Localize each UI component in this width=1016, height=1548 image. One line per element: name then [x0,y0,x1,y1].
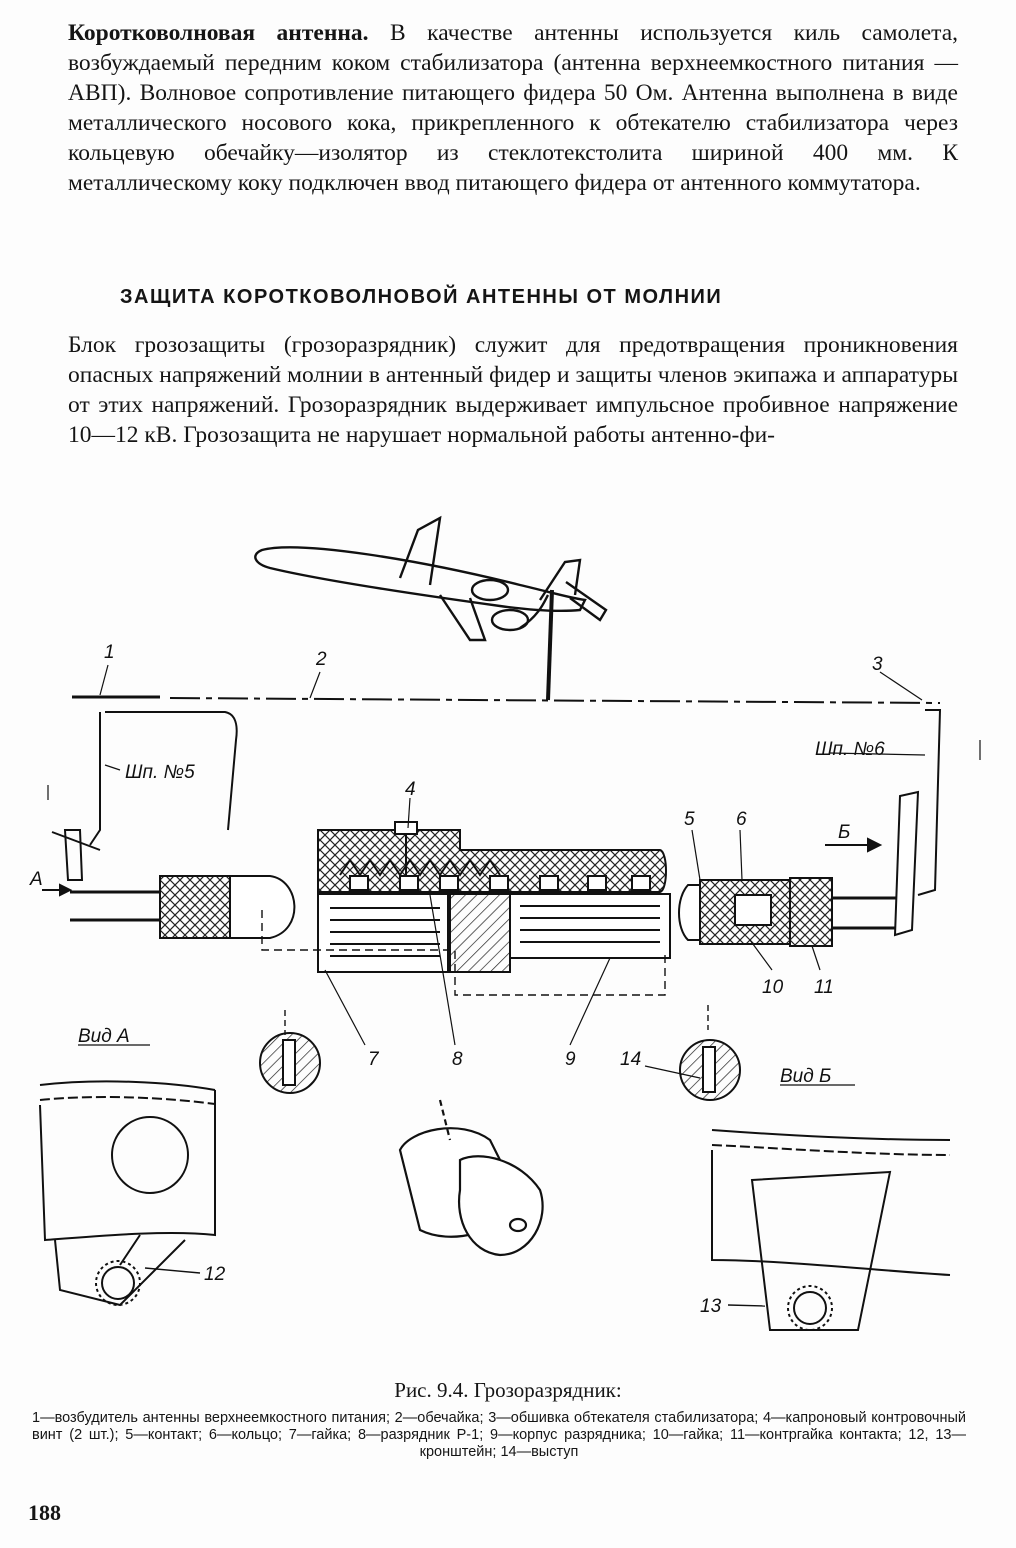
figure-drawing: 1 2 3 4 5 6 7 8 9 10 11 12 13 14 Шп. №5 … [29,515,981,1331]
figure-lightning-arrester: 1 2 3 4 5 6 7 8 9 10 11 12 13 14 Шп. №5 … [0,500,1016,1380]
paragraph-text: В качестве антенны используется киль сам… [68,20,958,196]
page-number: 188 [28,1500,61,1525]
label-1: 1 [104,642,115,663]
leader-lines [78,664,926,1086]
label-arrow-b: Б [838,822,850,843]
label-7: 7 [368,1049,380,1070]
label-14: 14 [620,1049,641,1070]
label-2: 2 [315,649,327,670]
figure-labels: 1 2 3 4 5 6 7 8 9 10 11 12 13 14 Шп. №5 … [29,642,885,1317]
label-8: 8 [452,1049,463,1070]
label-arrow-a: А [29,869,43,890]
label-frame-6: Шп. №6 [815,739,885,760]
label-10: 10 [762,977,784,998]
label-12: 12 [204,1264,226,1285]
label-3: 3 [872,654,883,675]
arrester-r1-drawing [398,1099,544,1257]
paragraph-antenna: Коротковолновая антенна. В качестве анте… [68,18,958,198]
label-4: 4 [405,779,416,800]
figure-caption-title: Рис. 9.4. Грозоразрядник: [394,1378,622,1402]
view-b-bracket [711,1129,951,1331]
label-11: 11 [814,977,834,998]
paragraph-lead: Коротковолновая антенна. [68,20,369,46]
skin-and-frames [47,695,981,896]
airplane-drawing [254,515,608,701]
label-frame-5: Шп. №5 [125,762,195,783]
label-13: 13 [700,1296,722,1317]
label-view-a: Вид А [78,1026,130,1047]
label-view-b: Вид Б [780,1066,831,1087]
view-a-bracket [39,1080,216,1307]
arrester-assembly [42,790,920,1035]
figure-caption-legend: 1—возбудитель антенны верхнеемкостного п… [32,1410,966,1460]
label-5: 5 [684,809,695,830]
section-circles [259,1032,741,1101]
label-6: 6 [736,809,747,830]
paragraph-lightning-text: Блок грозозащиты (грозоразрядник) служит… [68,332,958,448]
label-9: 9 [565,1049,576,1070]
section-heading: ЗАЩИТА КОРОТКОВОЛНОВОЙ АНТЕННЫ ОТ МОЛНИИ [120,286,723,308]
paragraph-lightning: Блок грозозащиты (грозоразрядник) служит… [68,330,958,450]
